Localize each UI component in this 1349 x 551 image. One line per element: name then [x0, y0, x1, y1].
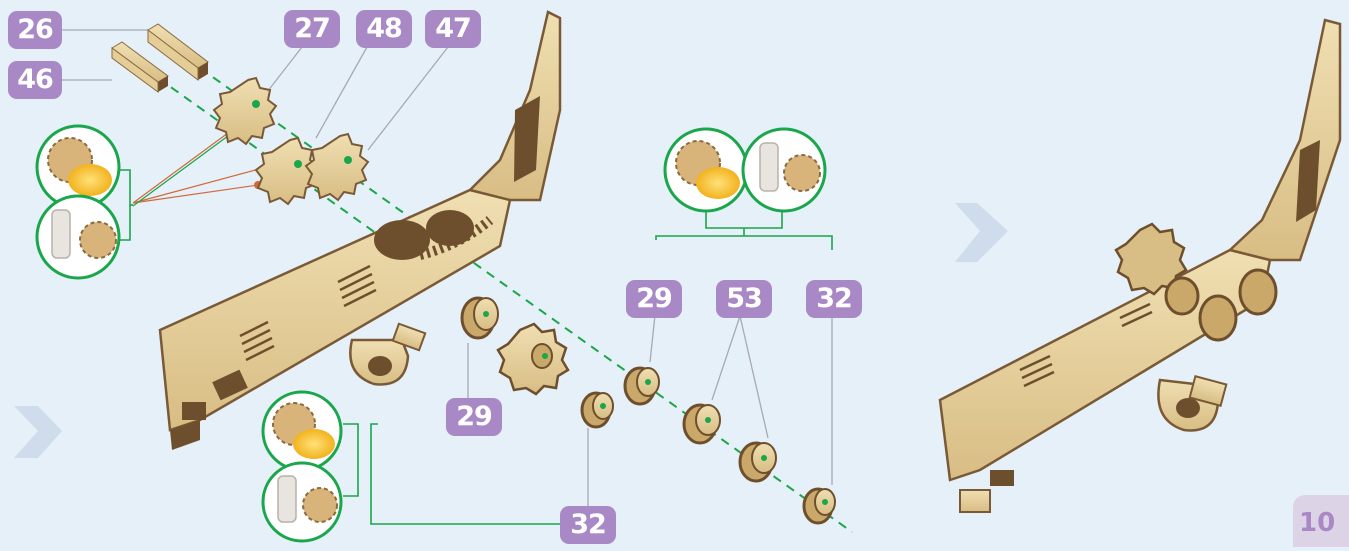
lubricate-gear-icon: [263, 392, 341, 470]
spacer-part-29-left: [462, 298, 498, 338]
page-number: 10: [1293, 495, 1349, 547]
part-number-badge-46: 46: [8, 61, 62, 99]
gear-hub-part: [498, 324, 568, 394]
main-frame-exploded: [160, 12, 560, 450]
part-number-badge-53: 53: [716, 280, 772, 318]
part-number-badge-29-left: 29: [446, 398, 502, 436]
part-number-badge-27: 27: [284, 10, 340, 48]
wax-candle-icon: [37, 196, 119, 278]
spacer-part-32-left: [582, 393, 613, 427]
part-number-badge-32-bottom: 32: [560, 506, 616, 544]
part-number-badge-47: 47: [425, 10, 481, 48]
spacer-part-53-a: [684, 405, 720, 443]
part-number-badge-32-top: 32: [806, 280, 862, 318]
lubricate-gear-icon: [665, 129, 747, 211]
next-step-arrow-icon: [955, 203, 1008, 262]
part-number-badge-29-top: 29: [626, 280, 682, 318]
gear-part-27: [214, 78, 276, 144]
assembled-result: [940, 20, 1340, 512]
spacer-part-53-b: [740, 443, 776, 481]
spacer-part-29-right: [625, 368, 659, 404]
wax-candle-icon: [743, 129, 825, 211]
part-number-badge-48: 48: [356, 10, 412, 48]
part-number-badge-26: 26: [8, 11, 62, 49]
wax-candle-icon: [263, 463, 341, 541]
next-step-arrow-icon: [14, 406, 62, 458]
spacer-part-32-right: [804, 489, 835, 523]
